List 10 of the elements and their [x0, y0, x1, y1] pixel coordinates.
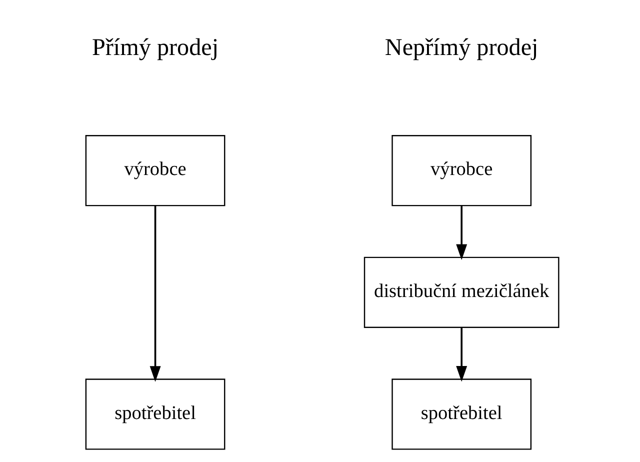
node-box: spotřebitel — [84, 378, 225, 450]
arrow — [456, 327, 467, 382]
arrow — [456, 205, 467, 260]
label: Přímý prodej — [92, 34, 218, 60]
node-box: distribuční mezičlánek — [363, 256, 559, 328]
node-box: spotřebitel — [391, 378, 532, 450]
label: Nepřímý prodej — [384, 34, 538, 60]
node-box: výrobce — [84, 134, 225, 206]
arrow — [149, 205, 160, 382]
node-box: výrobce — [391, 134, 532, 206]
